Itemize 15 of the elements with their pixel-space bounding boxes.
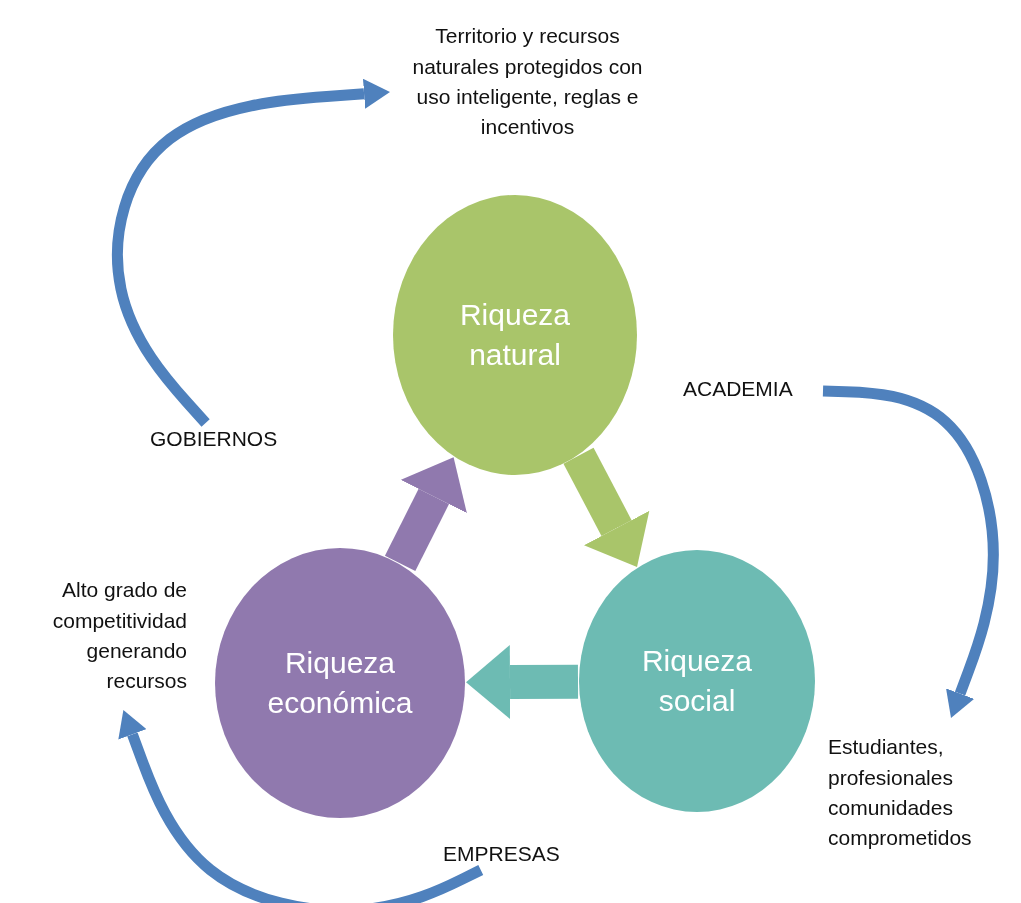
block-arrow: [466, 645, 579, 720]
text-label: Territorio y recursos naturales protegidos con uso inteligente, reglas e incentivos: [411, 23, 644, 141]
text-label: Alto grado de competitividad generando recursos: [51, 577, 187, 695]
curved-arrow: [118, 710, 484, 903]
text-label: EMPRESAS: [443, 840, 560, 867]
circle-label: Riqueza social: [640, 642, 754, 719]
block-arrow: [563, 447, 650, 567]
text-label: ACADEMIA: [683, 375, 793, 402]
circle-label: Riqueza natural: [458, 296, 572, 373]
curved-arrow: [822, 385, 999, 718]
curved-arrow: [112, 78, 390, 427]
block-arrow: [384, 457, 467, 572]
text-label: GOBIERNOS: [150, 425, 278, 452]
circle-label: Riqueza económica: [266, 644, 414, 721]
text-label: Estudiantes, profesionales comunidades comprometidos: [828, 734, 973, 852]
